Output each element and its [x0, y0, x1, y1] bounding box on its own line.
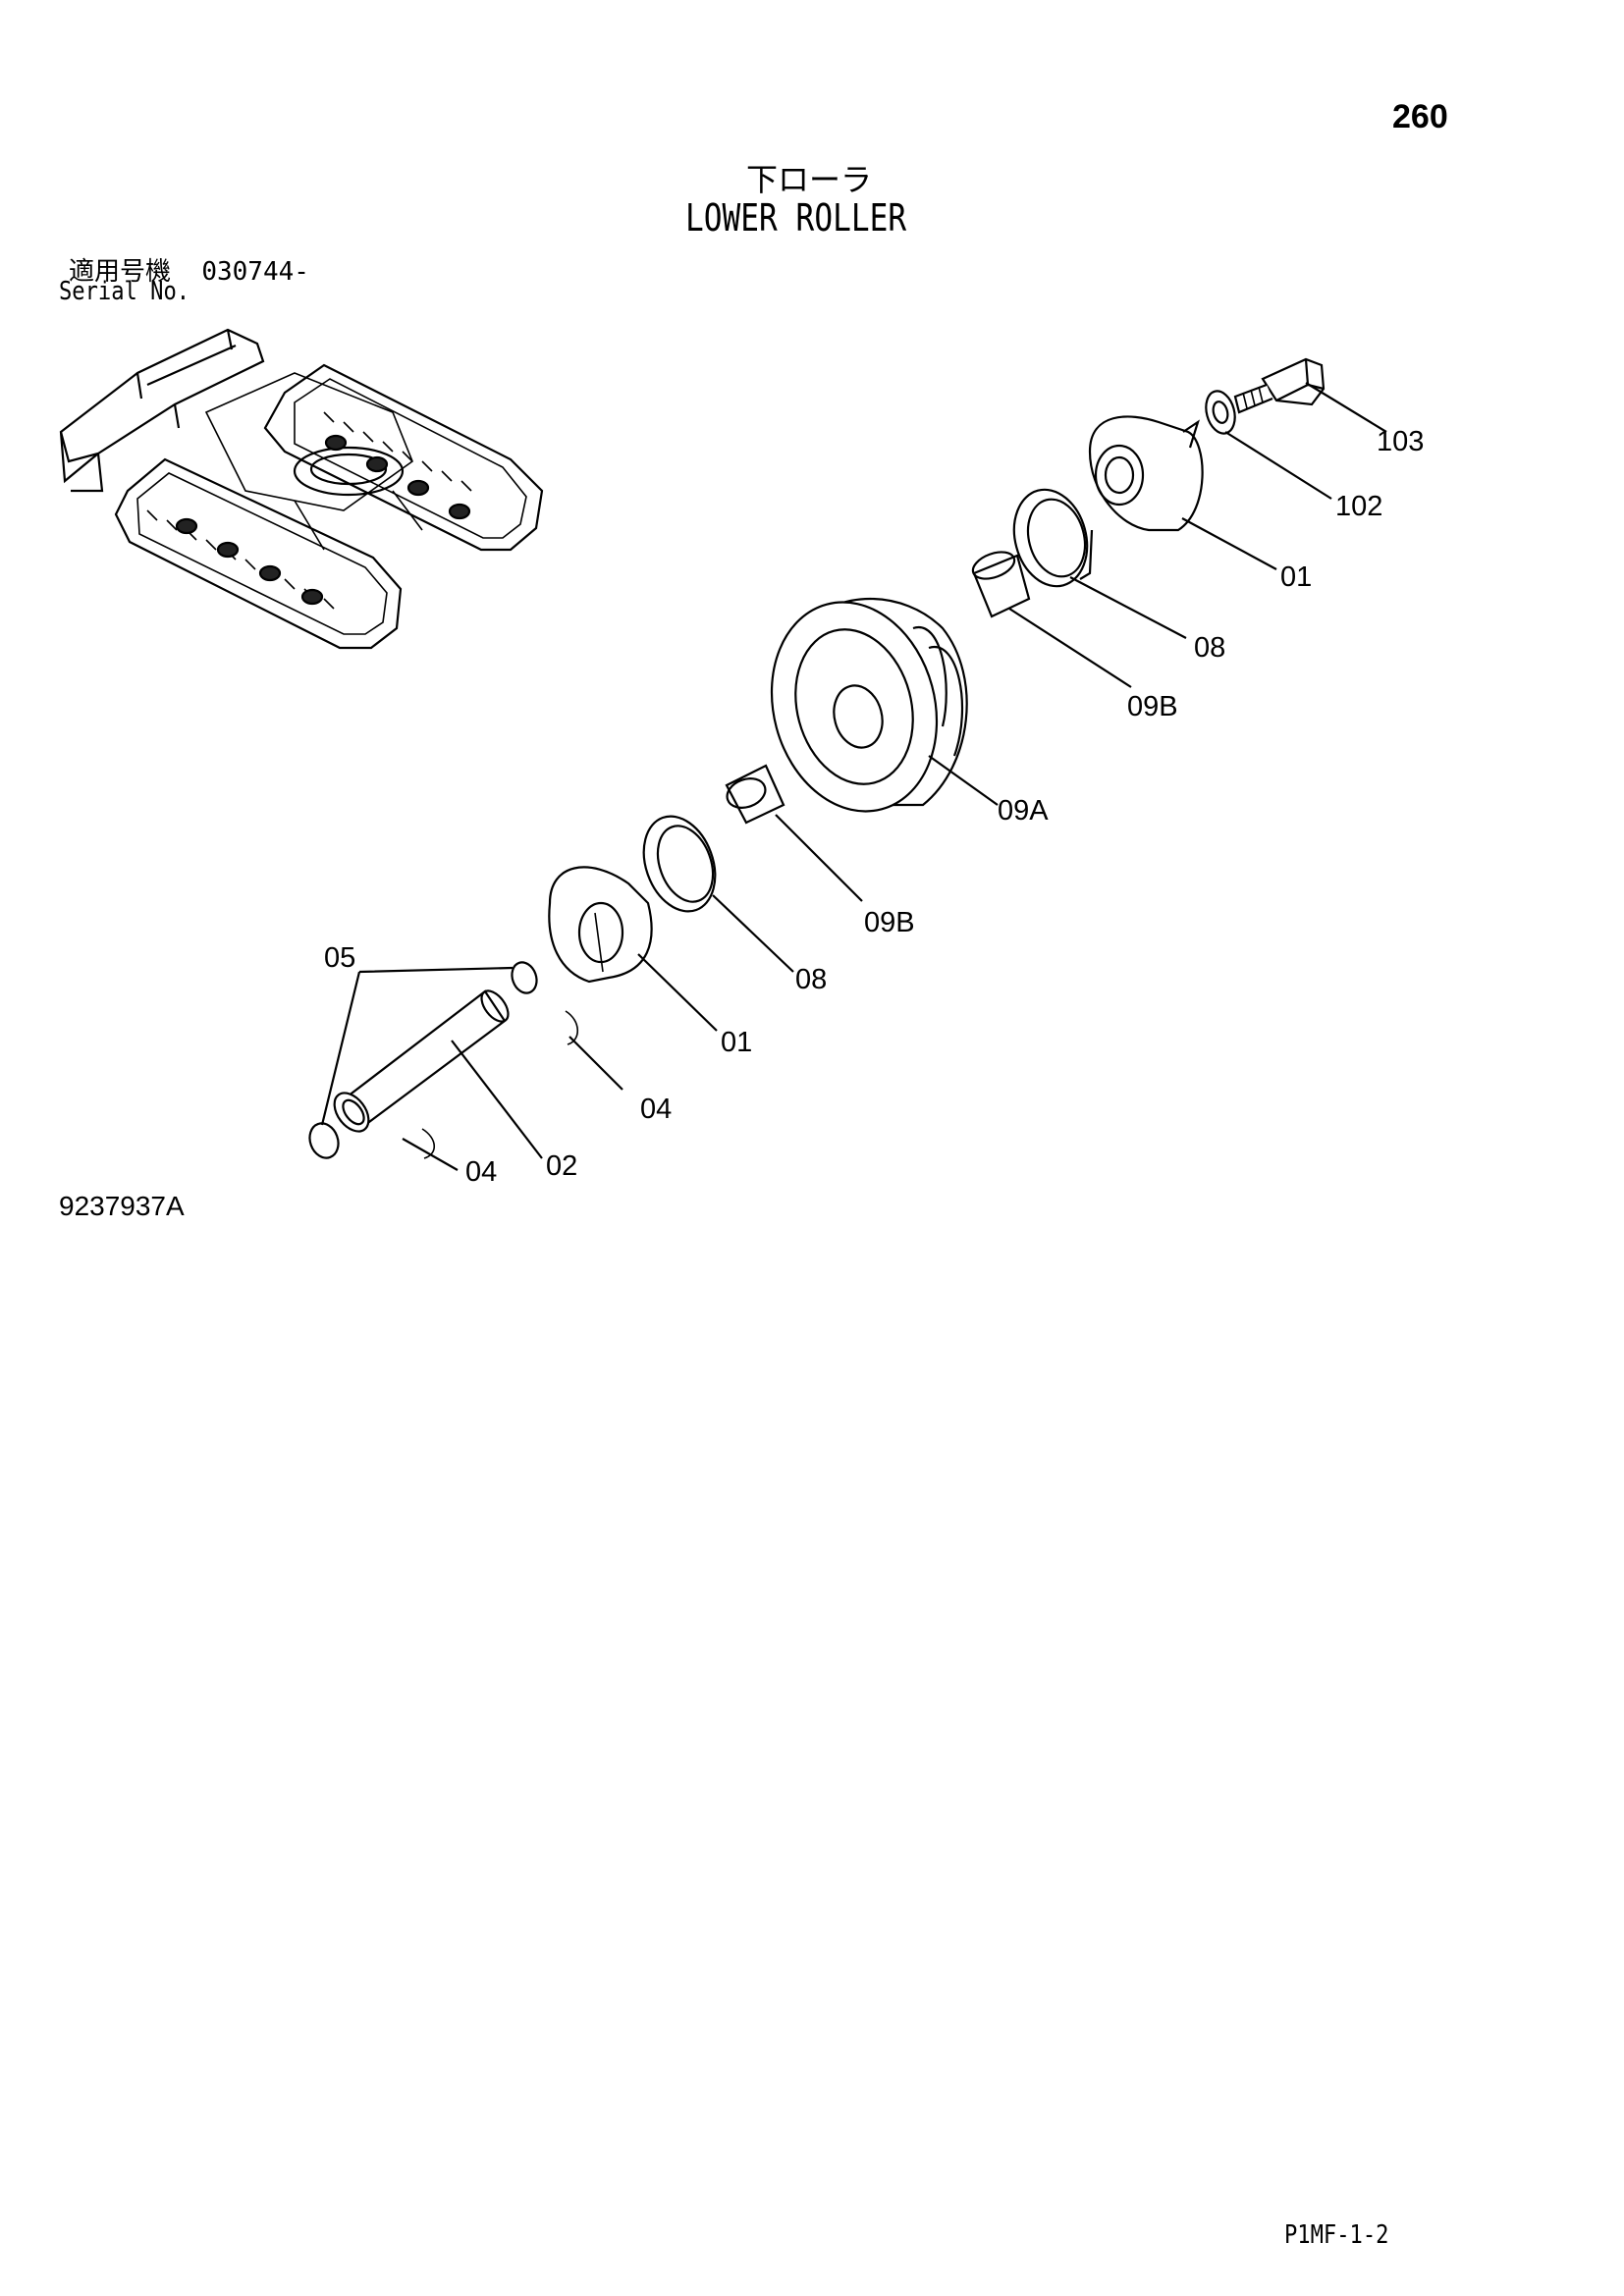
callout-05: 05 — [324, 942, 356, 974]
callout-01-right: 01 — [1280, 561, 1313, 593]
title-japanese: 下ローラ — [746, 161, 873, 198]
part-01-collar-right — [1088, 415, 1277, 570]
highlighted-lower-rollers — [175, 434, 471, 606]
callout-09B-right: 09B — [1127, 691, 1178, 722]
part-08-seal-left — [642, 815, 794, 973]
undercarriage-inset-drawing — [59, 328, 544, 650]
part-05-o-rings — [308, 961, 538, 1159]
callout-09B-left: 09B — [864, 907, 915, 938]
part-102-washer — [1205, 390, 1332, 500]
callout-01-left: 01 — [721, 1027, 753, 1058]
serial-label-jp: 適用号機 — [69, 257, 172, 287]
serial-value: 030744- — [201, 257, 309, 287]
page-code: P1MF-1-2 — [1284, 2220, 1389, 2250]
callout-02: 02 — [546, 1150, 578, 1182]
callout-103: 103 — [1377, 426, 1425, 457]
callout-09A: 09A — [998, 795, 1049, 827]
callout-08-right: 08 — [1194, 632, 1226, 664]
part-09B-bushing-right — [971, 551, 1132, 688]
callout-04-lower: 04 — [465, 1156, 498, 1188]
callout-08-left: 08 — [795, 964, 828, 995]
part-08-seal-right — [1012, 488, 1187, 639]
part-02-shaft — [333, 989, 543, 1159]
serial-label-japanese: 適用号機 030744- — [69, 251, 309, 288]
part-04-retainers — [402, 1010, 623, 1171]
page-number: 260 — [1392, 98, 1448, 135]
diagram-id: 9237937A — [59, 1191, 185, 1221]
title-english: LOWER ROLLER — [685, 196, 907, 240]
callout-04-upper: 04 — [640, 1094, 673, 1125]
part-01-collar-left — [548, 866, 718, 1032]
part-103-bolt — [1233, 357, 1387, 433]
part-09A-roller — [770, 597, 999, 813]
serial-label-english: Serial No. — [59, 277, 190, 306]
part-09B-bushing-left — [725, 764, 863, 902]
callout-102: 102 — [1335, 491, 1383, 522]
